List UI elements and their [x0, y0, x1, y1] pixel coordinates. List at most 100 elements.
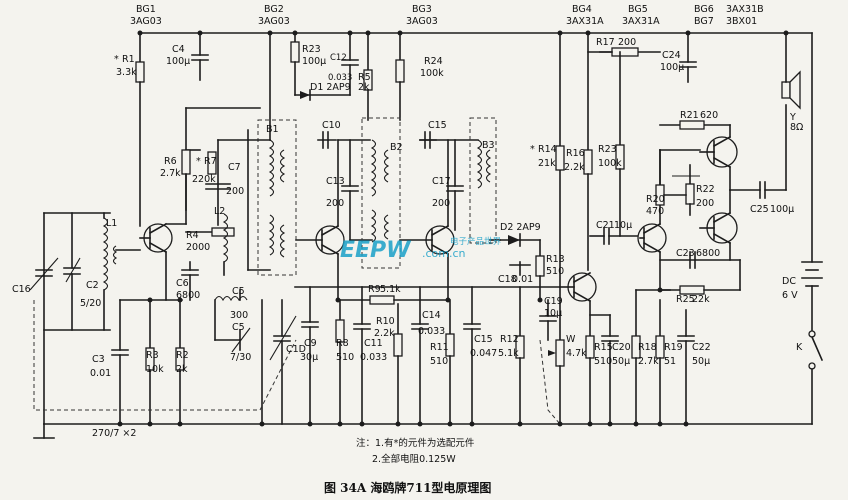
bg6-type: 3AX31B: [726, 4, 764, 15]
watermark-site: .com.cn: [422, 247, 466, 260]
c15-capacitor: [419, 131, 437, 149]
bg3-ref: BG3: [412, 4, 432, 15]
bg4-stage: [555, 32, 619, 425]
r24-label: R24: [424, 56, 443, 67]
r16-resistor: [583, 149, 593, 175]
r1-label: R1: [122, 54, 135, 65]
watermark-logo: EEPW: [340, 238, 412, 263]
bg2-ref: BG2: [264, 4, 284, 15]
r16-label: R16: [566, 148, 585, 159]
r8-value: 510: [336, 352, 354, 363]
r18-value: 2.7k: [638, 356, 659, 367]
r21-label: R21: [680, 110, 699, 121]
w-value: 4.7k: [566, 348, 587, 359]
r19-value: 51: [664, 356, 676, 367]
c5b-value: 7/30: [230, 352, 251, 363]
c23-label: C23: [676, 248, 695, 259]
c11-label: C11: [364, 338, 383, 349]
c2-value: 5/20: [80, 298, 101, 309]
switch-label: K: [796, 342, 803, 353]
c22-value: 50μ: [692, 356, 710, 367]
speaker-label: Y: [789, 112, 796, 123]
r9-label: R9: [368, 284, 381, 295]
d2-detector: [499, 233, 545, 301]
b1-if-transformer: [205, 32, 297, 276]
r23-label: R23: [302, 44, 321, 55]
c7-label: C7: [228, 162, 241, 173]
r2-label: R2: [176, 350, 189, 361]
r17-resistor: [611, 47, 639, 57]
d2-diode: [508, 235, 520, 245]
bg5-stage: [589, 51, 701, 425]
bg1-ref: BG1: [136, 4, 156, 15]
r15-label: R15: [594, 342, 613, 353]
c20-value: 50μ: [612, 356, 630, 367]
d2-label: D2 2AP9: [500, 222, 541, 233]
bg1-type: 3AG03: [130, 16, 162, 27]
b3-label: B3: [482, 140, 495, 151]
dc-label: DC: [782, 276, 796, 287]
bg4-ref: BG4: [572, 4, 592, 15]
c2-label: C2: [86, 280, 99, 291]
c21-value: 10μ: [614, 220, 632, 231]
c13-label: C13: [326, 176, 345, 187]
bg3-type: 3AG03: [406, 16, 438, 27]
note-1: 注：1.有*的元件为选配元件: [356, 437, 475, 449]
c24-label: C24: [662, 50, 681, 61]
r12-value: 5.1k: [498, 348, 519, 359]
switch-k: [808, 330, 816, 338]
r10-value: 2.2k: [374, 328, 395, 339]
r22-value: 200: [696, 198, 714, 209]
watermark-tagline: 电子产品世界: [450, 236, 502, 247]
c4-value: 100μ: [166, 56, 190, 67]
r19-resistor: [655, 335, 665, 359]
r5-value: 2k: [358, 82, 370, 93]
gang-label: 270/7 ×2: [92, 428, 136, 439]
l2-label: L2: [214, 206, 225, 217]
c19-value: 10μ: [544, 308, 562, 319]
c1d-label: C1D: [286, 344, 306, 355]
c17-label: C17: [432, 176, 451, 187]
c22-label: C22: [692, 342, 711, 353]
l1-label: L1: [106, 218, 117, 229]
r6-r7-bias: [181, 149, 217, 211]
notes: 注：1.有*的元件为选配元件 2.全部电阻0.125W: [356, 437, 475, 465]
r6-resistor: [181, 149, 191, 175]
c21-label: C21: [596, 220, 615, 231]
c6-value: 6800: [176, 290, 200, 301]
c16-label: C16: [12, 284, 31, 295]
r17-value: 200: [618, 37, 636, 48]
r7-star: *: [196, 156, 201, 167]
r11-value: 510: [430, 356, 448, 367]
r7-resistor: [207, 151, 217, 175]
r21-resistor: [679, 120, 705, 130]
r8-label: R8: [336, 338, 349, 349]
c12-label: C12: [330, 53, 347, 63]
r24-value: 100k: [420, 68, 444, 79]
c9-label: C9: [304, 338, 317, 349]
bg7-stage: [699, 189, 741, 291]
c4-label: C4: [172, 44, 185, 55]
c14-value: 0.033: [418, 326, 445, 337]
c13-value: 200: [326, 198, 344, 209]
c24-capacitor: [679, 32, 697, 83]
r12-label: R12: [500, 334, 519, 345]
c24-value: 100μ: [660, 62, 684, 73]
battery-switch: [801, 32, 824, 425]
component-labels: * R1 3.3k C4 100μ R23 100μ D1 2AP9 C12 0…: [12, 37, 803, 439]
r6-label: R6: [164, 156, 177, 167]
b1-label: B1: [266, 124, 279, 135]
r14-resistor: [555, 145, 565, 171]
r23-value: 100μ: [302, 56, 326, 67]
r23b-label: R23: [598, 144, 617, 155]
c10-label: C10: [322, 120, 341, 131]
w-label: W: [566, 334, 576, 345]
bg6-ref: BG6: [694, 4, 714, 15]
bg7-type: 3BX01: [726, 16, 757, 27]
w-volume-pot: [555, 339, 565, 367]
bg6-stage: [699, 124, 738, 191]
r7-value: 220k: [192, 174, 216, 185]
speaker-value: 8Ω: [790, 122, 803, 133]
c11-value: 0.033: [360, 352, 387, 363]
c23-value: 6800: [696, 248, 720, 259]
